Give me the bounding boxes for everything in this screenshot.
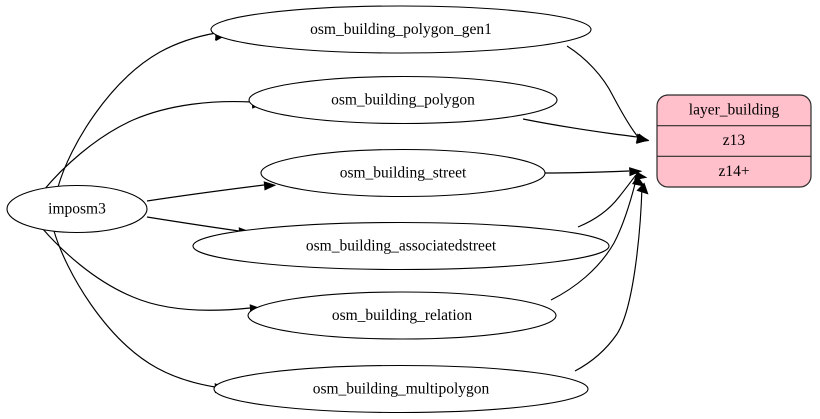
edge-osm_building_polygon-to-layer_building-z13	[522, 118, 650, 144]
node-osm_building_relation[interactable]: osm_building_relation	[247, 291, 557, 340]
edge-imposm3-to-osm_building_polygon_gen1	[57, 28, 229, 188]
node-osm_building_associatedstreet-label: osm_building_associatedstreet	[306, 238, 497, 255]
node-osm_building_polygon_gen1-label: osm_building_polygon_gen1	[310, 21, 492, 38]
edge-osm_building_street-to-layer_building-z14plus	[544, 167, 643, 177]
node-layer_building[interactable]: layer_building z13 z14+	[656, 94, 812, 188]
edge-imposm3-to-osm_building_multipolygon	[53, 230, 227, 394]
node-imposm3[interactable]: imposm3	[6, 184, 148, 234]
node-osm_building_associatedstreet[interactable]: osm_building_associatedstreet	[192, 221, 610, 271]
layer_building-row-z14plus-label: z14+	[718, 163, 749, 180]
node-osm_building_multipolygon-shape[interactable]	[213, 364, 589, 414]
edge-osm_building_polygon_gen1-to-layer_building-z13	[566, 45, 650, 143]
node-osm_building_street-shape[interactable]	[260, 148, 546, 198]
node-osm_building_street-label: osm_building_street	[340, 165, 467, 182]
layer_building-header-label: layer_building	[689, 102, 780, 119]
edge-osm_building_relation-to-layer_building-z14plus	[550, 175, 646, 301]
node-imposm3-shape[interactable]	[6, 184, 148, 234]
node-imposm3-label: imposm3	[48, 201, 106, 218]
edge-imposm3-to-osm_building_street	[146, 181, 277, 202]
node-osm_building_polygon-shape[interactable]	[248, 75, 558, 125]
layer_building-background	[657, 95, 811, 187]
node-osm_building_associatedstreet-shape[interactable]	[192, 221, 610, 271]
node-osm_building_polygon-label: osm_building_polygon	[331, 92, 475, 109]
node-osm_building_multipolygon-label: osm_building_multipolygon	[313, 381, 490, 398]
node-osm_building_relation-label: osm_building_relation	[332, 307, 473, 324]
node-osm_building_polygon_gen1-shape[interactable]	[210, 5, 592, 54]
layer_building-border	[656, 94, 812, 188]
node-osm_building_polygon_gen1[interactable]: osm_building_polygon_gen1	[210, 5, 592, 54]
edge-group-tables-to-layer	[522, 45, 650, 372]
node-osm_building_street[interactable]: osm_building_street	[260, 148, 546, 198]
layer_building-row-z13-label: z13	[723, 132, 746, 149]
node-osm_building_polygon[interactable]: osm_building_polygon	[248, 75, 558, 125]
edge-osm_building_multipolygon-to-layer_building-z14plus	[574, 182, 649, 372]
node-osm_building_relation-shape[interactable]	[247, 291, 557, 340]
node-osm_building_multipolygon[interactable]: osm_building_multipolygon	[213, 364, 589, 414]
